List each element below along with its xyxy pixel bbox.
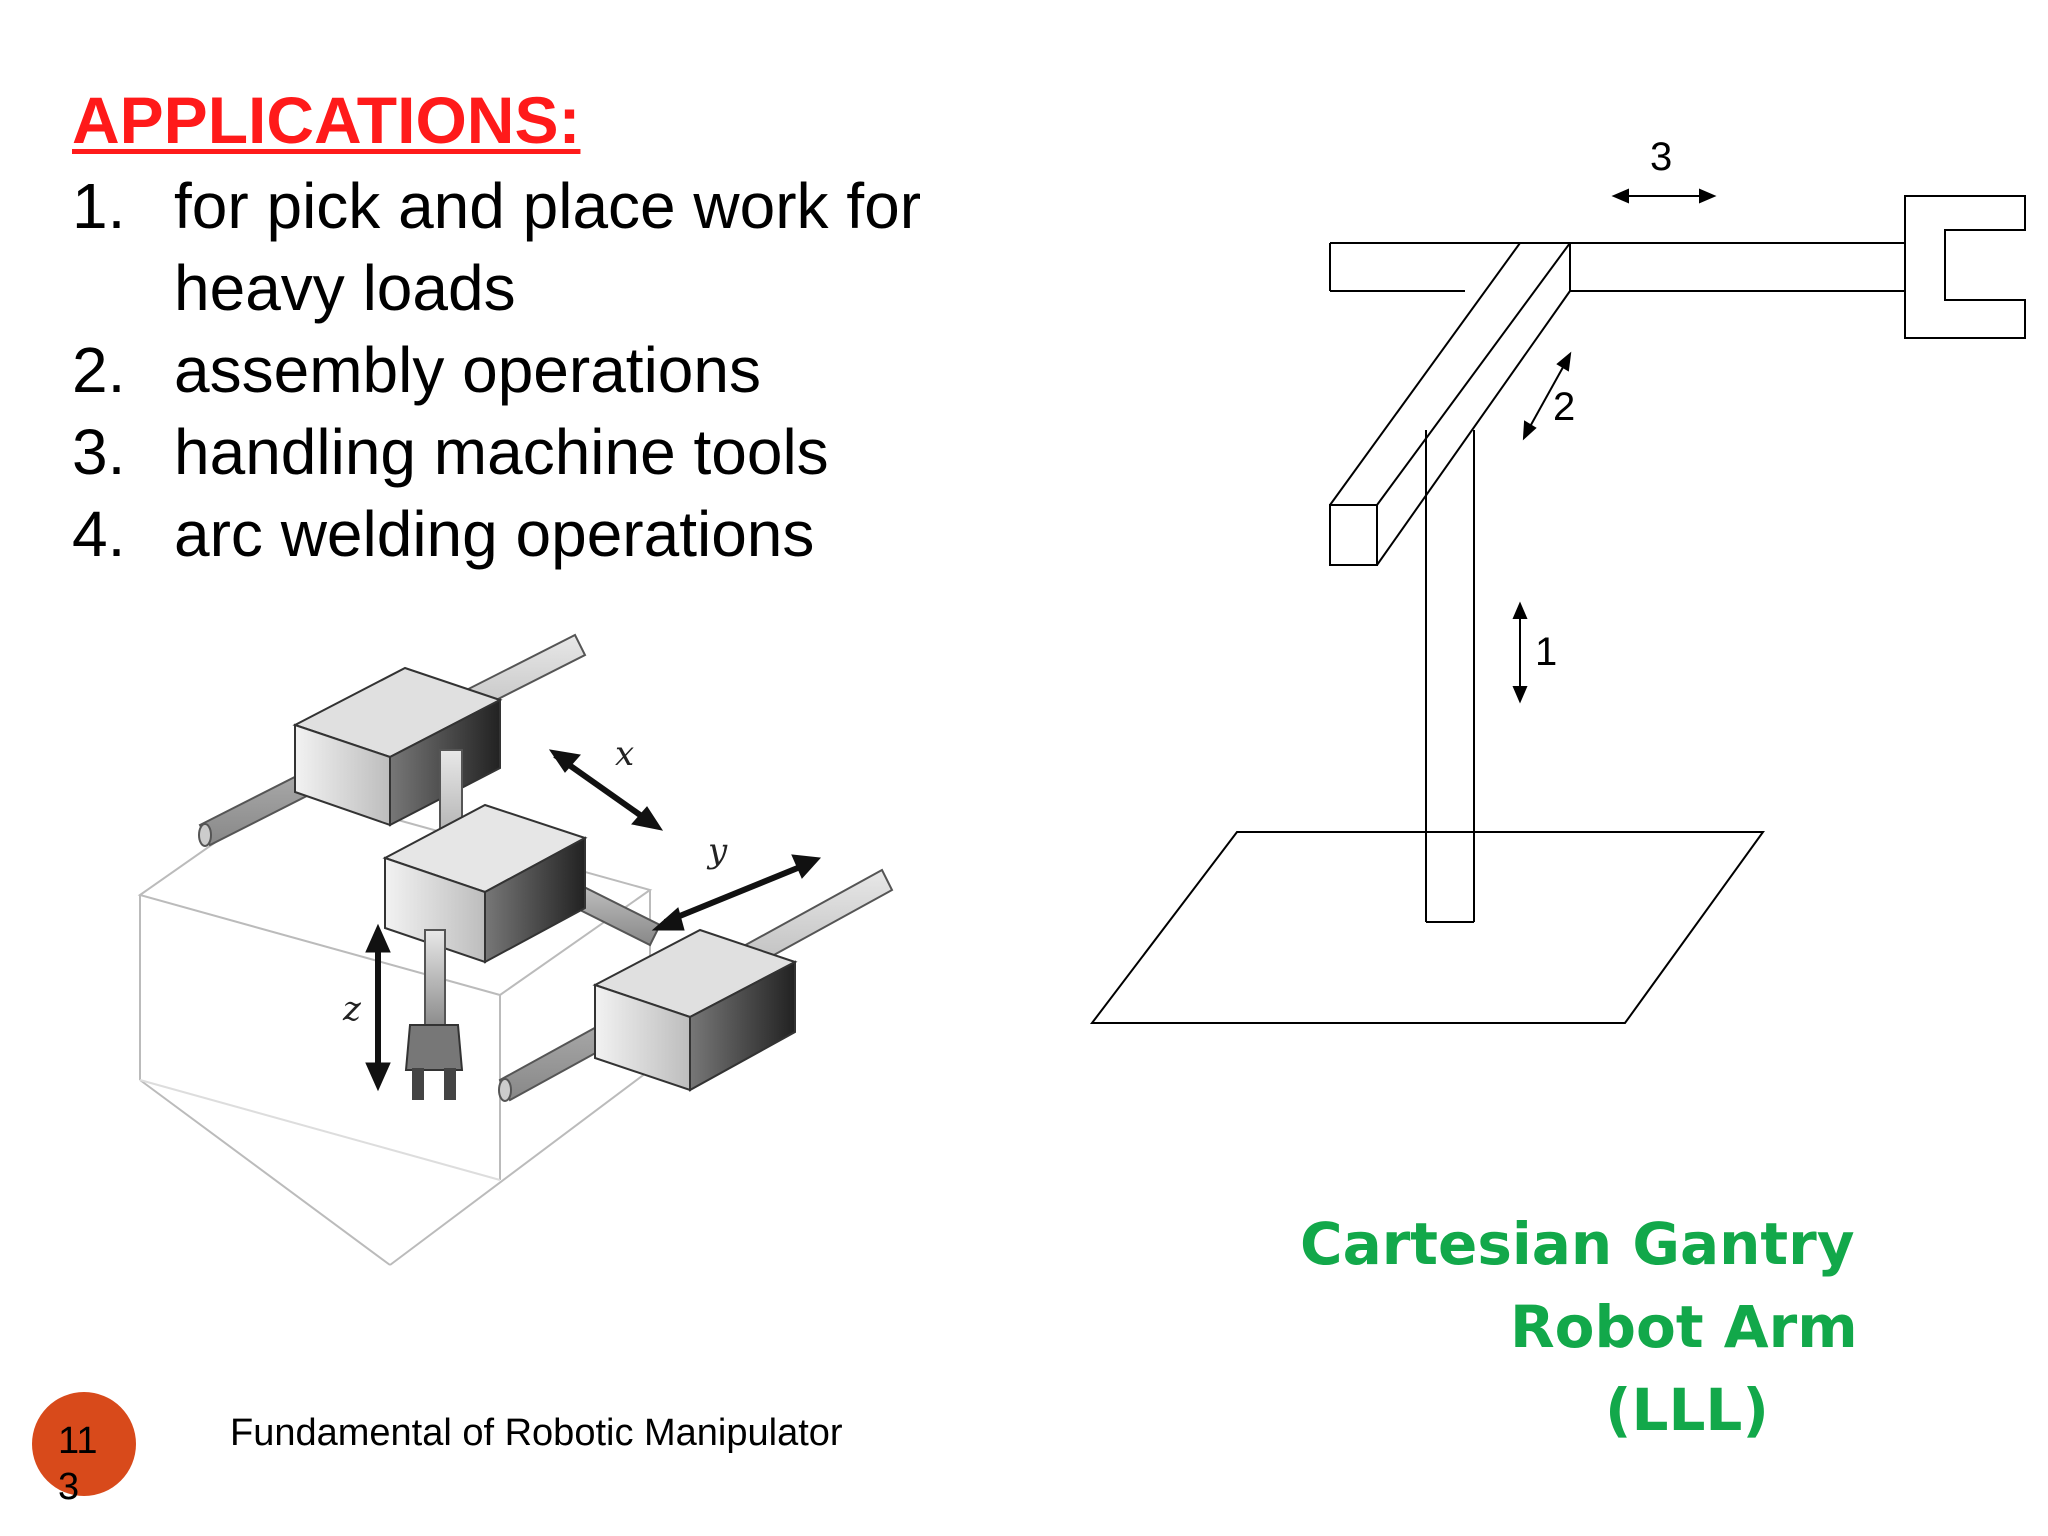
middle-carriage (382, 803, 588, 964)
axis-2-arrow (1522, 351, 1572, 441)
applications-heading: APPLICATIONS: (72, 83, 581, 157)
axis-3-label: 3 (1650, 135, 1672, 179)
list-item-text: arc welding operations (174, 498, 815, 570)
horizontal-arm (1329, 242, 1905, 292)
z-axis-arrow (365, 923, 391, 1092)
x-axis-arrow (548, 749, 664, 831)
vertical-column (1425, 430, 1475, 923)
axis-1-label: 1 (1535, 630, 1557, 674)
z-column (424, 929, 446, 1031)
axis-2-label: 2 (1553, 385, 1575, 429)
list-item-number: 2. (72, 334, 126, 406)
list-item-number: 1. (72, 170, 126, 242)
caption-line-3: (LLL) (1605, 1376, 1769, 1444)
list-item-text: for pick and place work for heavy loads (174, 170, 921, 324)
back-carriage (292, 666, 503, 827)
gripper (404, 1024, 464, 1100)
list-item-text: assembly operations (174, 334, 761, 406)
end-gripper (1904, 195, 2026, 339)
applications-list: 1. for pick and place work for heavy loa… (72, 165, 934, 575)
cartesian-robot-illustration: x y z (137, 633, 894, 1266)
z-axis-label: z (342, 989, 362, 1029)
y-axis-label: y (706, 831, 728, 871)
axis-3-arrow (1611, 188, 1717, 204)
footer-title: Fundamental of Robotic Manipulator (230, 1412, 843, 1454)
list-item: 4. arc welding operations (72, 493, 934, 575)
list-item: 1. for pick and place work for heavy loa… (72, 165, 934, 329)
x-axis-label: x (615, 734, 634, 774)
list-item-number: 3. (72, 416, 126, 488)
list-item-number: 4. (72, 498, 126, 570)
base-plate (1089, 831, 1765, 1024)
caption-line-1: Cartesian Gantry (1300, 1210, 1855, 1278)
gantry-arm-diagram: 1 2 3 (1089, 135, 2026, 1024)
page-number: 113 (58, 1420, 98, 1508)
y-axis-arrow (651, 854, 822, 931)
list-item-text: handling machine tools (174, 416, 829, 488)
page-number-badge (32, 1392, 136, 1496)
list-item: 3. handling machine tools (72, 411, 934, 493)
list-item: 2. assembly operations (72, 329, 934, 411)
diagonal-beam (1329, 242, 1571, 566)
axis-1-arrow (1512, 601, 1528, 704)
front-carriage (592, 928, 798, 1092)
caption-line-2: Robot Arm (1510, 1293, 1858, 1361)
